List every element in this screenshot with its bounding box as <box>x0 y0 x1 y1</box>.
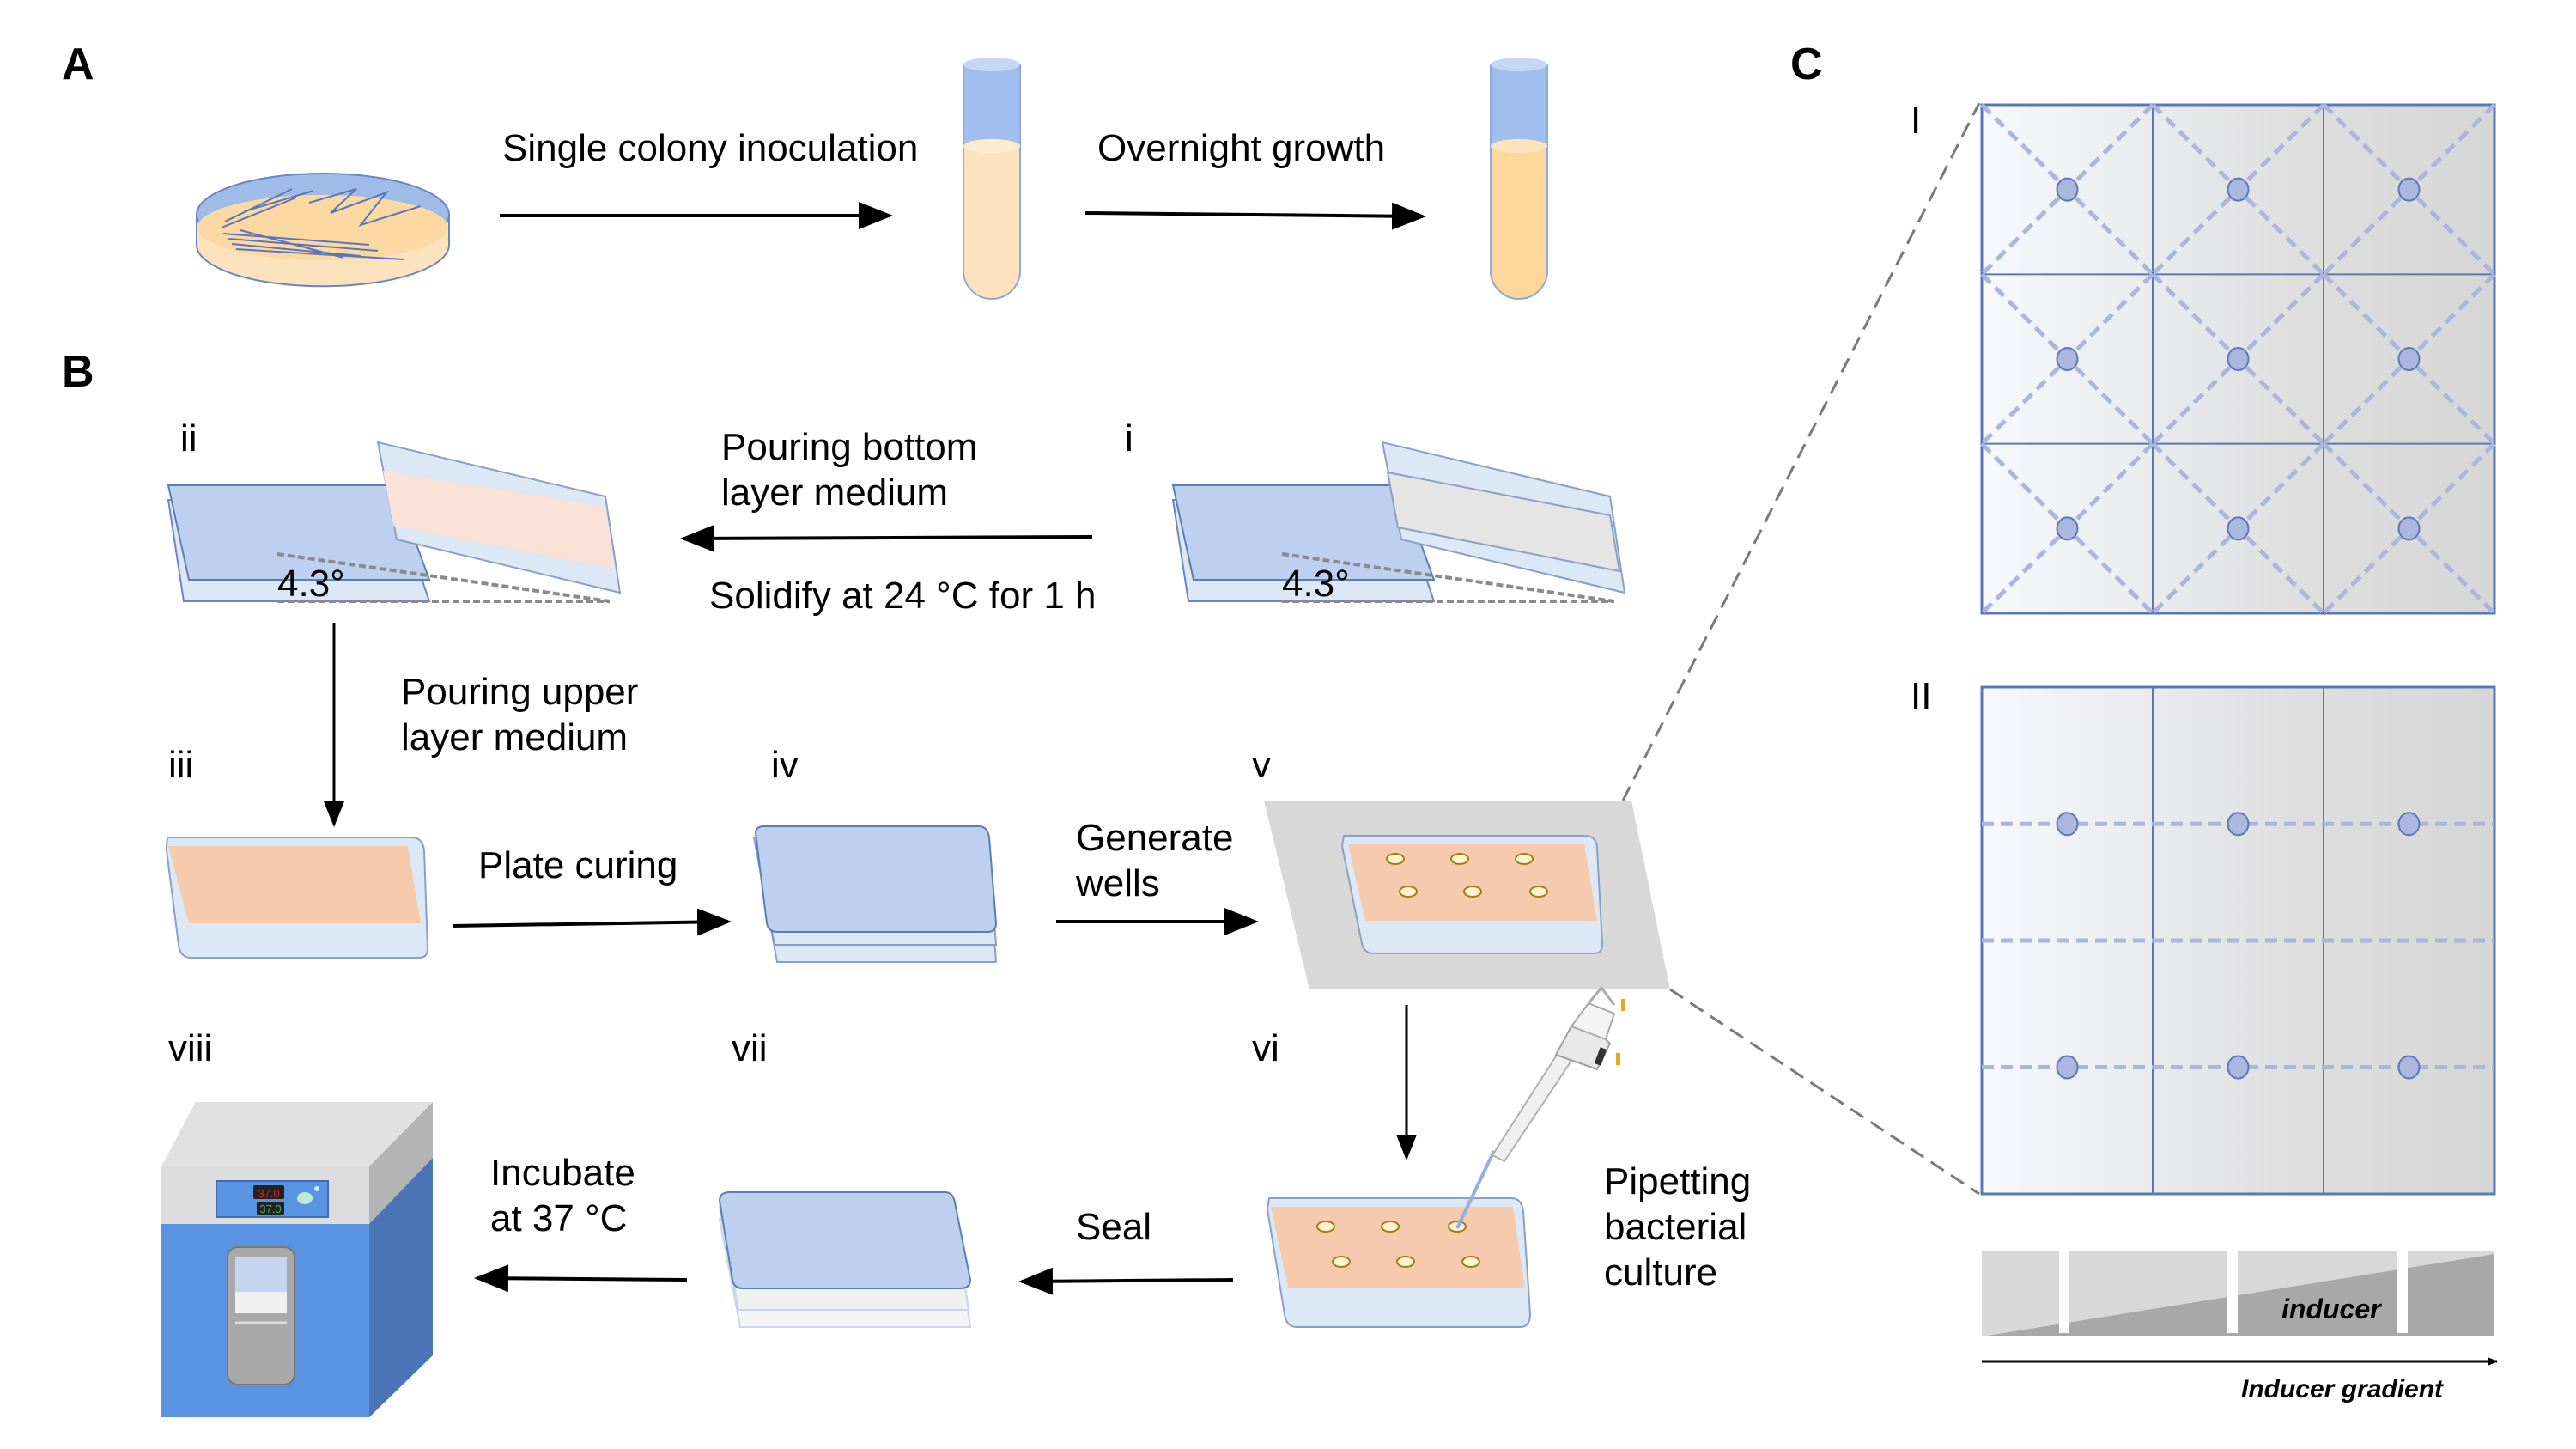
well-dot <box>2056 347 2079 371</box>
panel-label-a: A <box>62 40 94 89</box>
pipetting-line3: culture <box>1604 1251 1717 1294</box>
incubator-icon: 37.0 37.0 <box>161 1102 433 1417</box>
well-dot <box>2397 347 2421 371</box>
solidify-label: Solidify at 24 °C for 1 h <box>709 575 1096 617</box>
arrow-label-inoculation: Single colony inoculation <box>502 127 918 169</box>
well-dot <box>2397 812 2421 837</box>
well-layout-II <box>1980 685 2496 1196</box>
wells-v <box>1386 853 1548 898</box>
well-dot <box>2056 177 2079 202</box>
generate-line1: Generate <box>1076 817 1233 859</box>
pipetting-line2: bacterial <box>1604 1206 1747 1248</box>
plate-v-on-tray <box>1264 801 1670 989</box>
incubate-line1: Incubate <box>490 1152 635 1194</box>
well-dot <box>2227 516 2250 541</box>
arrow-overnight <box>1084 202 1426 230</box>
layout-label-I: I <box>1911 100 1921 142</box>
arrow-pour-bottom <box>680 524 1093 552</box>
angle-label-i: 4.3° <box>1282 563 1350 605</box>
incubate-line2: at 37 °C <box>490 1197 627 1239</box>
well-layout-I <box>1980 103 2496 615</box>
well-dot <box>2397 1055 2421 1080</box>
seal-label: Seal <box>1076 1206 1151 1248</box>
angle-label-ii: 4.3° <box>277 563 345 605</box>
plate-vi <box>1266 1197 1532 1328</box>
step-label-iii: iii <box>168 744 193 786</box>
tilted-plate-i <box>1171 441 1626 603</box>
incubator-temp-set: 37.0 <box>258 1187 279 1200</box>
pour-bottom-line1: Pouring bottom <box>721 426 977 468</box>
panel-label-b: B <box>62 347 94 397</box>
step-label-vi: vi <box>1252 1027 1279 1069</box>
inducer-gradient-bar <box>1982 1251 2494 1336</box>
inducer-label: inducer <box>2281 1294 2382 1324</box>
test-tube-1 <box>963 58 1021 300</box>
well-dot <box>2397 177 2421 202</box>
tilted-plate-ii <box>167 441 622 603</box>
step-label-ii: ii <box>180 417 197 460</box>
well-dot <box>2056 516 2079 541</box>
arrow-plate-curing <box>452 908 732 936</box>
arrow-incubate <box>474 1264 688 1293</box>
pipette-icon <box>1455 985 1625 1229</box>
plate-curing-label: Plate curing <box>478 844 677 886</box>
pour-upper-line1: Pouring upper <box>401 671 638 713</box>
step-label-v: v <box>1252 744 1271 786</box>
well-slot <box>2227 1251 2238 1333</box>
arrow-label-overnight: Overnight growth <box>1097 127 1385 169</box>
sealed-plate-vii <box>718 1191 972 1328</box>
pipetting-line1: Pipetting <box>1604 1160 1751 1202</box>
plate-iv <box>752 825 998 963</box>
panel-label-c: C <box>1790 40 1823 89</box>
well-dot <box>2056 812 2079 837</box>
inducer-gradient-label: Inducer gradient <box>2241 1375 2445 1403</box>
well-dot <box>2397 516 2421 541</box>
test-tube-2 <box>1490 58 1548 300</box>
well-dot <box>2227 1055 2250 1080</box>
step-label-vii: vii <box>732 1027 768 1069</box>
step-label-viii: viii <box>168 1027 212 1069</box>
pour-bottom-line2: layer medium <box>721 472 948 514</box>
step-label-i: i <box>1125 417 1133 460</box>
zoom-line-bottom <box>1669 988 1980 1196</box>
wells-vi <box>1316 1221 1480 1268</box>
well-dot <box>2227 812 2250 837</box>
well-dot <box>2227 347 2250 371</box>
incubator-temp-actual: 37.0 <box>259 1202 281 1215</box>
well-slot <box>2397 1251 2408 1333</box>
step-label-iv: iv <box>771 744 799 786</box>
arrow-seal <box>1018 1267 1234 1295</box>
petri-dish <box>196 173 450 288</box>
zoom-line-top <box>1621 102 1981 801</box>
well-dot <box>2056 1055 2079 1080</box>
generate-line2: wells <box>1075 862 1160 904</box>
plate-iii <box>165 837 429 959</box>
layout-label-II: II <box>1911 675 1931 717</box>
well-dot <box>2227 177 2250 202</box>
pour-upper-line2: layer medium <box>401 716 628 758</box>
well-slot <box>2059 1251 2069 1333</box>
